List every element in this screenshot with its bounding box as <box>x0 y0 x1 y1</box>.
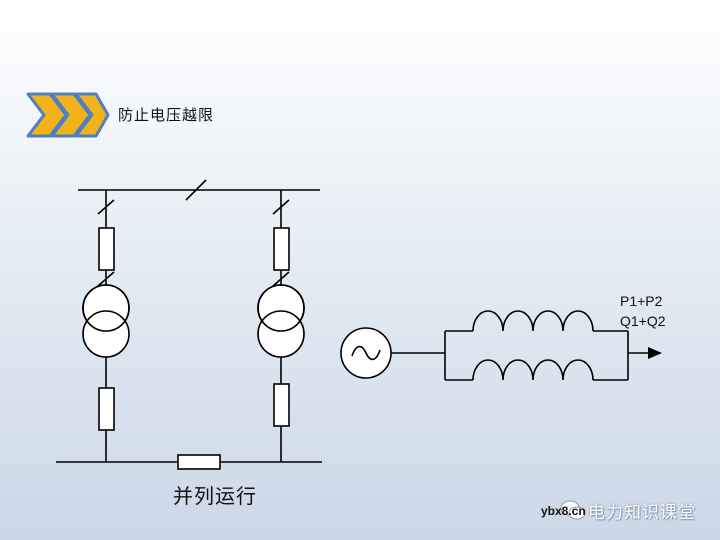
bus-breaker-mark <box>185 179 207 201</box>
right-upper-switch <box>273 227 290 271</box>
right-branch <box>257 190 305 462</box>
transformer-icon <box>82 284 130 358</box>
right-lower-switch <box>273 383 290 427</box>
diagram-caption: 并列运行 <box>173 484 257 508</box>
left-upper-switch <box>98 227 115 271</box>
bus-tie-switch <box>177 454 221 470</box>
watermark-url: ybx8.cn <box>541 504 586 518</box>
left-branch <box>82 190 130 462</box>
active-power-label: P1+P2 <box>620 293 663 309</box>
parallel-lines <box>444 310 652 381</box>
left-lower-switch <box>98 387 115 431</box>
watermark: 电力知识课堂 <box>560 498 696 523</box>
flow-arrow-icon <box>648 347 662 359</box>
transformer-icon <box>257 284 305 358</box>
reactive-power-label: Q1+Q2 <box>620 313 666 329</box>
wechat-icon <box>560 500 586 520</box>
page-title: 防止电压越限 <box>118 106 215 124</box>
ac-source-icon <box>340 327 392 379</box>
watermark-text: 电力知识课堂 <box>588 502 696 523</box>
chevrons-icon <box>26 92 110 138</box>
